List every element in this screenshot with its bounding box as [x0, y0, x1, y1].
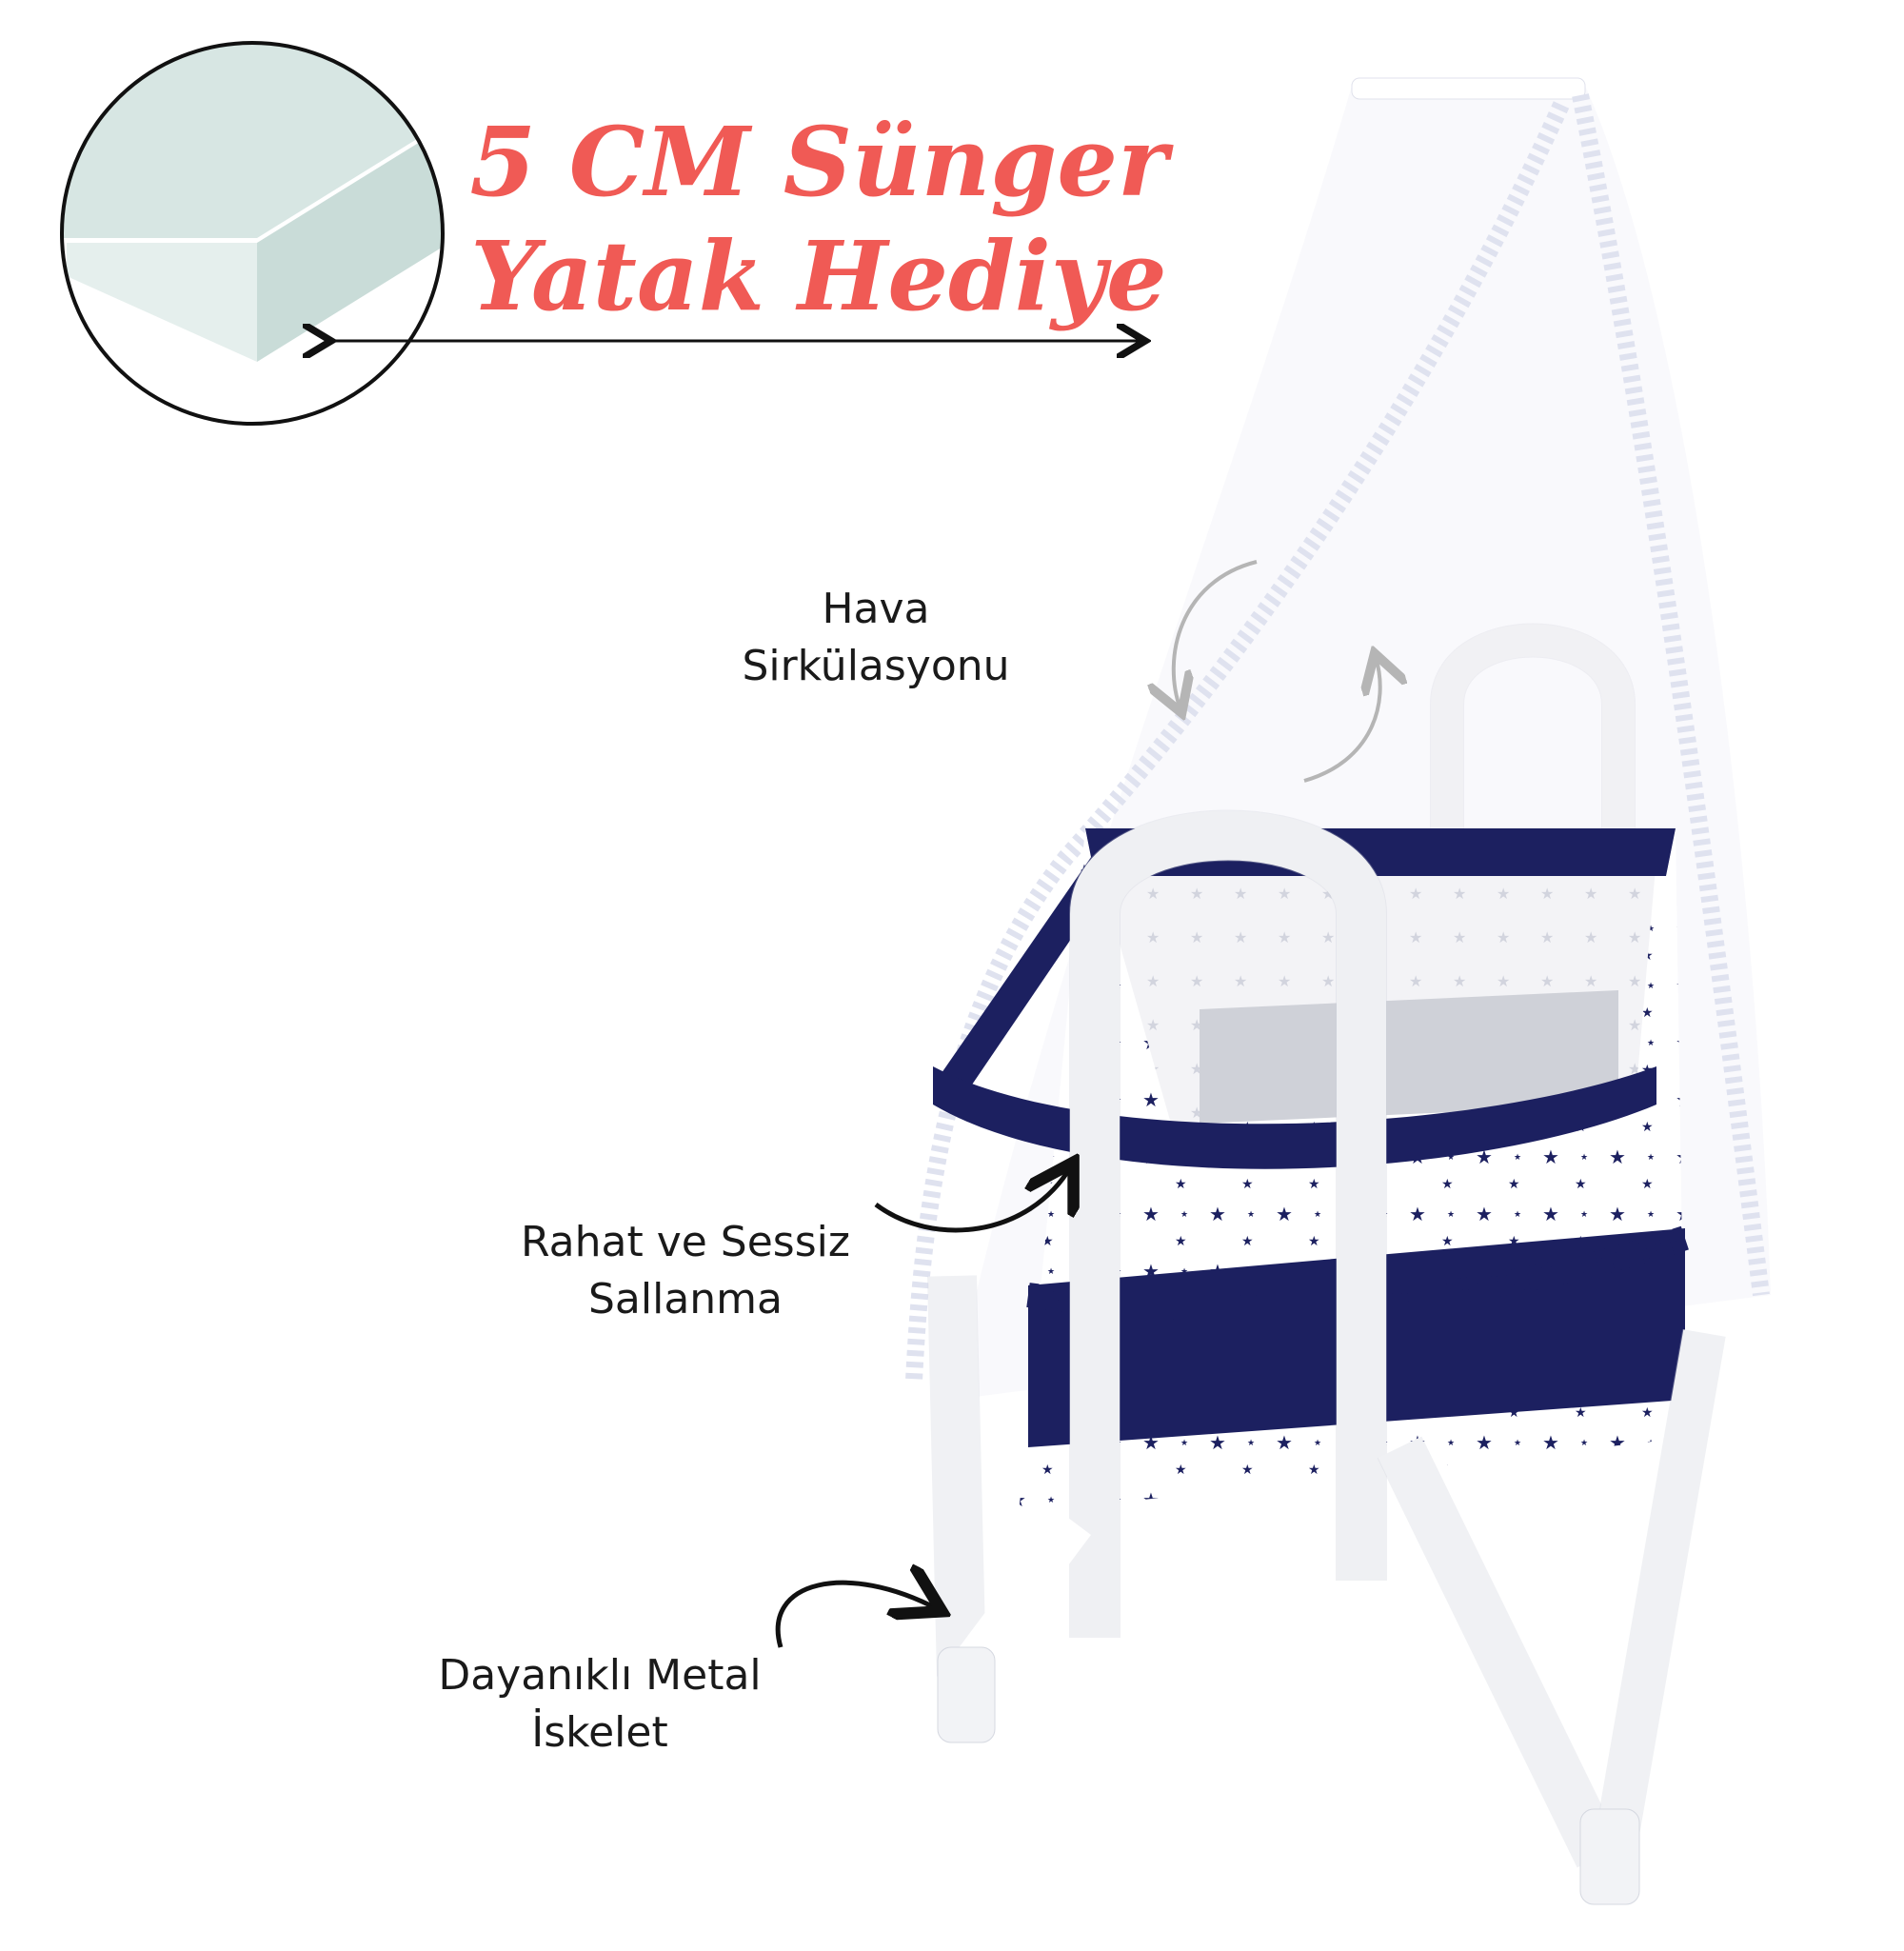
rocking-label-line-2: Sallanma — [587, 1275, 783, 1324]
rear-toy-arch — [1431, 624, 1635, 838]
frame-label-line-1: Dayanıklı Metal — [438, 1651, 762, 1700]
rocking-label-line-1: Rahat ve Sessiz — [521, 1218, 850, 1266]
frame-label: Dayanıklı Metal İskelet — [400, 1647, 800, 1762]
headline-line-1: 5 CM Sünger — [469, 106, 1168, 218]
frame-label-line-2: İskelet — [531, 1708, 668, 1757]
air-label-line-2: Sirkülasyonu — [742, 642, 1010, 690]
air-circulation-label: Hava Sirkülasyonu — [666, 581, 1085, 695]
air-label-line-1: Hava — [822, 585, 930, 633]
metal-frame — [927, 1275, 1726, 1905]
rocking-label: Rahat ve Sessiz Sallanma — [486, 1214, 885, 1328]
headline-line-2: Yatak Hediye — [470, 220, 1167, 332]
air-arrow-up — [1303, 657, 1380, 783]
frame-callout-arrow — [775, 1583, 938, 1648]
front-toy-arch — [1070, 810, 1386, 1638]
foam-mattress-image — [60, 41, 445, 426]
gift-headline: 5 CM Sünger Yatak Hediye — [457, 105, 1180, 333]
rocking-callout-arrow — [874, 1166, 1071, 1233]
air-arrow-down — [1174, 560, 1258, 709]
